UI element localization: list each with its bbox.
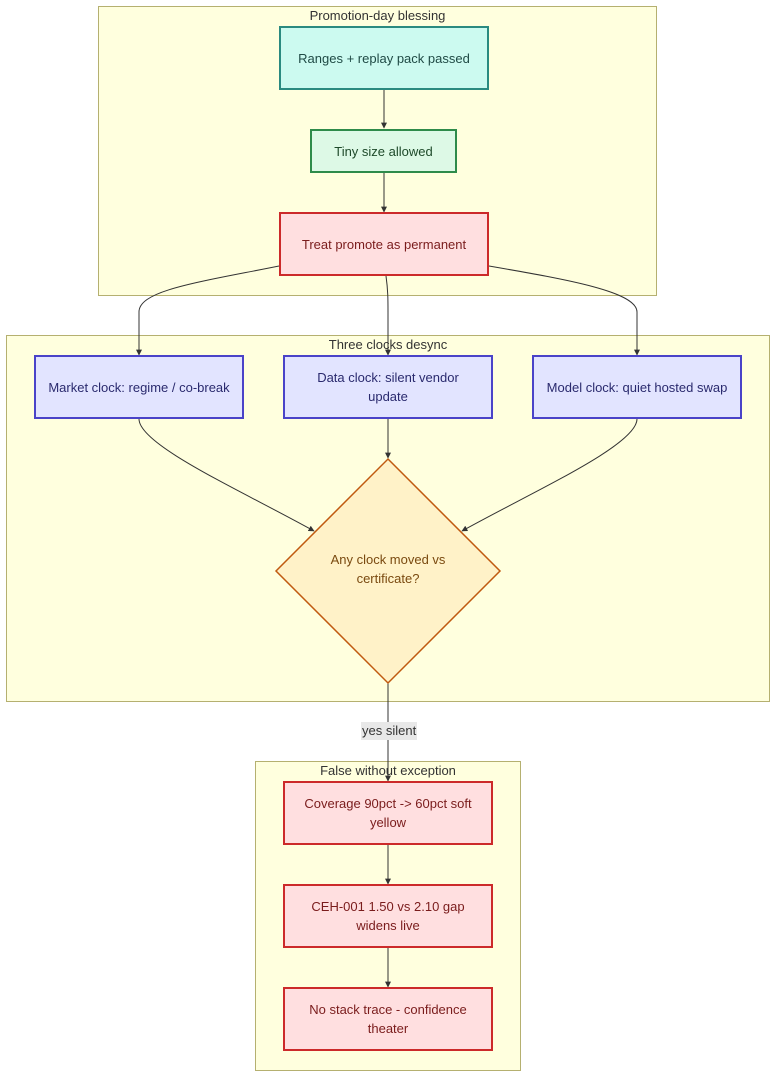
node-label: Tiny size allowed (334, 143, 433, 159)
edge-treat-to-data (385, 275, 391, 356)
node-ceh-001: CEH-001 1.50 vs 2.10 gap widens live (283, 884, 493, 948)
decision-label: Any clock moved vs certificate? (330, 552, 446, 586)
edge-model-to-decision (461, 418, 638, 532)
node-label: Ranges + replay pack passed (298, 50, 470, 66)
node-ranges-replay-pack: Ranges + replay pack passed (279, 26, 489, 90)
edge-market-to-decision (138, 418, 315, 532)
node-model-clock: Model clock: quiet hosted swap (532, 355, 742, 419)
node-label: Market clock: regime / co-break (48, 379, 230, 395)
edge-treat-to-market (136, 265, 280, 356)
node-market-clock: Market clock: regime / co-break (34, 355, 244, 419)
cluster-title: Promotion-day blessing (309, 8, 446, 23)
node-label: Model clock: quiet hosted swap (546, 379, 728, 395)
decision-diamond (274, 457, 502, 685)
node-label: CEH-001 1.50 vs 2.10 gap widens live (311, 899, 465, 933)
edge-label-yes-silent: yes silent (361, 722, 418, 740)
node-treat-promote-permanent: Treat promote as permanent (279, 212, 489, 276)
node-tiny-size-allowed: Tiny size allowed (310, 129, 457, 173)
node-label: Data clock: silent vendor update (317, 370, 459, 404)
node-no-stack-trace: No stack trace - confidence theater (283, 987, 493, 1051)
node-label: Coverage 90pct -> 60pct soft yellow (304, 796, 472, 830)
edge-treat-to-model (488, 265, 640, 356)
node-label: Treat promote as permanent (301, 236, 467, 252)
node-coverage: Coverage 90pct -> 60pct soft yellow (283, 781, 493, 845)
node-data-clock: Data clock: silent vendor update (283, 355, 493, 419)
node-label: No stack trace - confidence theater (309, 1002, 467, 1036)
